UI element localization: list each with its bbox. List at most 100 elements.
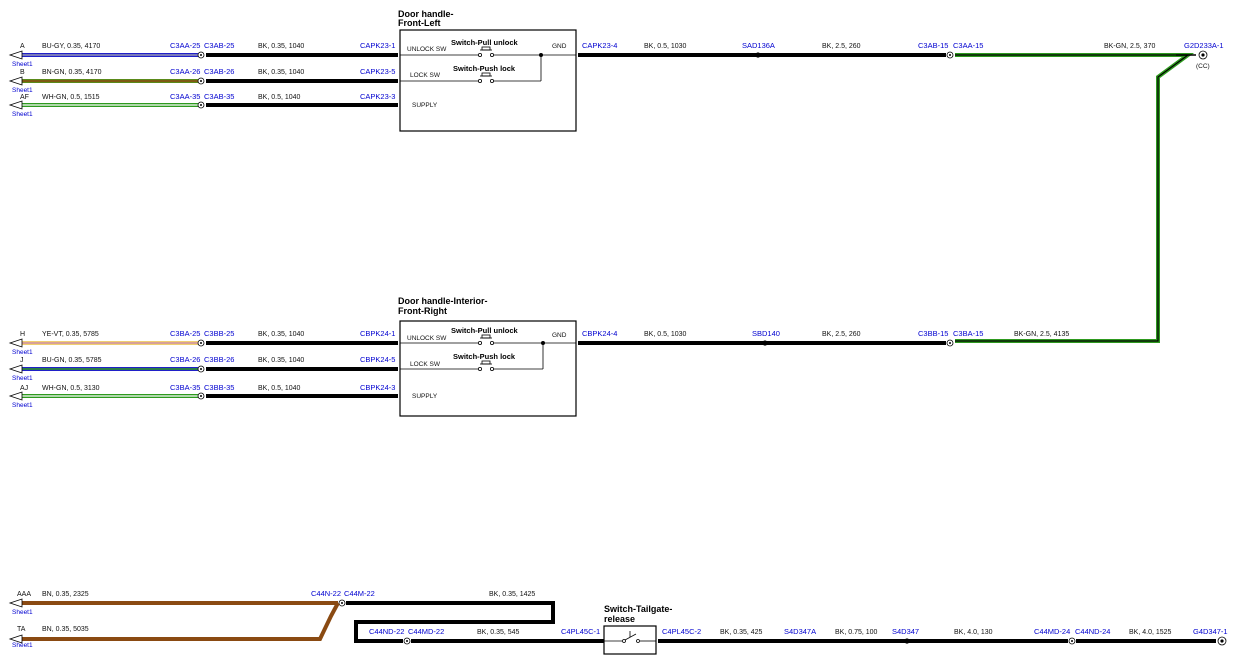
pin-label-lock: LOCK SW [410, 361, 441, 368]
pin-connector[interactable]: CBPK24-3 [360, 383, 395, 392]
wire-ref: AJ [20, 385, 28, 392]
wire-ref: TA [17, 626, 26, 633]
connector-a[interactable]: C44ND-22 [369, 627, 404, 636]
pin-connector[interactable]: C4PL45C-2 [662, 627, 701, 636]
wire-aj[interactable]: AJ Sheet1 WH-GN, 0.5, 3130 C3BA-35 C3BB-… [8, 383, 398, 409]
pin-label-supply: SUPPLY [412, 393, 438, 400]
splice-dot [755, 52, 761, 58]
wire-spec-4: BK, 4.0, 1525 [1129, 629, 1172, 636]
splice-label-2[interactable]: S4D347 [892, 627, 919, 636]
component-switch-tailgate-release[interactable]: Switch-Tailgate- release [603, 604, 672, 655]
wire-ref: A [20, 43, 25, 50]
splice-dot [797, 639, 801, 643]
ground-wire-bottom[interactable]: C4PL45C-2 BK, 0.35, 425 S4D347A BK, 0.75… [658, 627, 1228, 646]
connector-a[interactable]: C3AA-35 [170, 92, 200, 101]
component-door-handle-front-left[interactable]: Door handle- Front-Left UNLOCK SW LOCK S… [398, 9, 577, 132]
connector-b[interactable]: C3BB-26 [204, 355, 234, 364]
wire-ref: H [20, 331, 25, 338]
wire-ref: B [20, 69, 25, 76]
switch-push-lock-label: Switch-Push lock [453, 64, 516, 73]
wire-b[interactable]: B Sheet1 BN-GN, 0.35, 4170 C3AA-26 C3AB-… [8, 67, 398, 94]
wire-spec-2: BK, 0.5, 1040 [258, 385, 301, 392]
wire-j[interactable]: J Sheet1 BU-GN, 0.35, 5785 C3BA-26 C3BB-… [8, 355, 398, 382]
sheet-ref[interactable]: Sheet1 [12, 87, 33, 94]
connector-a[interactable]: C44MD-24 [1034, 627, 1070, 636]
ground-label[interactable]: G4D347-1 [1193, 627, 1228, 636]
wire-loop-c44[interactable]: C44ND-22 C44MD-22 BK, 0.35, 545 C4PL45C-… [346, 601, 604, 645]
wire-spec-2: BK, 0.35, 1425 [489, 591, 535, 598]
wire-ref: AF [20, 94, 29, 101]
wire-spec-2: BK, 2.5, 260 [822, 331, 861, 338]
sheet-ref[interactable]: Sheet1 [12, 375, 33, 382]
component-title-line1: Door handle- [398, 9, 454, 19]
connector-b[interactable]: C44M-22 [344, 589, 375, 598]
wire-spec: YE-VT, 0.35, 5785 [42, 331, 99, 338]
wire-spec-2: BK, 2.5, 260 [822, 43, 861, 50]
pin-label-supply: SUPPLY [412, 102, 438, 109]
wire-spec-3: BK-GN, 2.5, 4135 [1014, 331, 1069, 338]
component-title-line2: release [604, 614, 635, 624]
pin-connector[interactable]: CAPK23-4 [582, 41, 617, 50]
wire-aaa[interactable]: AAA Sheet1 BN, 0.35, 2325 C44N-22 C44M-2… [8, 589, 535, 616]
wire-a[interactable]: A Sheet1 BU-GY, 0.35, 4170 C3AA-25 C3AB-… [8, 41, 398, 68]
wire-spec: BK, 0.35, 425 [720, 629, 763, 636]
connector-a[interactable]: C3AA-26 [170, 67, 200, 76]
component-title-line1: Door handle-Interior- [398, 296, 488, 306]
splice-label[interactable]: SAD136A [742, 41, 775, 50]
connector-a[interactable]: C3BB-15 [918, 329, 948, 338]
splice-label-1[interactable]: S4D347A [784, 627, 816, 636]
wire-af[interactable]: AF Sheet1 WH-GN, 0.5, 1515 C3AA-35 C3AB-… [8, 92, 398, 118]
pin-connector[interactable]: CAPK23-5 [360, 67, 395, 76]
wire-spec: BU-GN, 0.35, 5785 [42, 357, 102, 364]
splice-label[interactable]: SBD140 [752, 329, 780, 338]
sheet-ref[interactable]: Sheet1 [12, 111, 33, 118]
ground-label[interactable]: G2D233A-1 [1184, 41, 1224, 50]
connector-b[interactable]: C3AB-25 [204, 41, 234, 50]
wire-spec: WH-GN, 0.5, 3130 [42, 385, 100, 392]
sheet-ref[interactable]: Sheet1 [12, 402, 33, 409]
connector-b[interactable]: C44MD-22 [408, 627, 444, 636]
pin-label-gnd: GND [552, 332, 567, 339]
connector-a[interactable]: C3AA-25 [170, 41, 200, 50]
pin-connector[interactable]: C4PL45C-1 [561, 627, 600, 636]
connector-a[interactable]: C3BA-25 [170, 329, 200, 338]
splice-dot [904, 638, 910, 644]
internal-junction-dot [539, 53, 543, 57]
ground-wire-middle[interactable]: CBPK24-4 BK, 0.5, 1030 SBD140 BK, 2.5, 2… [578, 329, 1069, 347]
wire-spec: BN, 0.35, 2325 [42, 591, 89, 598]
pin-connector[interactable]: CAPK23-3 [360, 92, 395, 101]
sheet-ref[interactable]: Sheet1 [12, 61, 33, 68]
sheet-ref[interactable]: Sheet1 [12, 642, 33, 649]
connector-b[interactable]: C3AB-26 [204, 67, 234, 76]
wire-spec: WH-GN, 0.5, 1515 [42, 94, 100, 101]
wire-h[interactable]: H Sheet1 YE-VT, 0.35, 5785 C3BA-25 C3BB-… [8, 329, 398, 356]
sheet-ref[interactable]: Sheet1 [12, 609, 33, 616]
connector-b[interactable]: C3BB-25 [204, 329, 234, 338]
pin-connector[interactable]: CAPK23-1 [360, 41, 395, 50]
connector-b[interactable]: C3BB-35 [204, 383, 234, 392]
connector-b[interactable]: C44ND-24 [1075, 627, 1110, 636]
component-title-line2: Front-Right [398, 306, 447, 316]
sheet-ref[interactable]: Sheet1 [12, 349, 33, 356]
wire-ta[interactable]: TA Sheet1 BN, 0.35, 5035 [8, 602, 340, 649]
pin-connector[interactable]: CBPK24-5 [360, 355, 395, 364]
pin-label-unlock: UNLOCK SW [407, 46, 447, 53]
connector-b[interactable]: C3AA-15 [953, 41, 983, 50]
wire-spec: BK, 0.5, 1030 [644, 331, 687, 338]
connector-b[interactable]: C3AB-35 [204, 92, 234, 101]
wire-spec: BK, 0.35, 545 [477, 629, 520, 636]
wire-spec-3: BK-GN, 2.5, 370 [1104, 43, 1155, 50]
pin-connector[interactable]: CBPK24-1 [360, 329, 395, 338]
connector-a[interactable]: C3BA-35 [170, 383, 200, 392]
connector-b[interactable]: C3BA-15 [953, 329, 983, 338]
ground-wire-top[interactable]: CAPK23-4 BK, 0.5, 1030 SAD136A BK, 2.5, … [578, 41, 1224, 343]
connector-a[interactable]: C3BA-26 [170, 355, 200, 364]
connector-a[interactable]: C44N-22 [311, 589, 341, 598]
wire-spec: BU-GY, 0.35, 4170 [42, 43, 100, 50]
component-door-handle-interior-front-right[interactable]: Door handle-Interior- Front-Right UNLOCK… [398, 296, 577, 417]
pin-connector[interactable]: CBPK24-4 [582, 329, 617, 338]
connector-a[interactable]: C3AB-15 [918, 41, 948, 50]
wire-spec-2: BK, 0.35, 1040 [258, 331, 304, 338]
switch-pull-unlock-symbol [400, 334, 543, 345]
